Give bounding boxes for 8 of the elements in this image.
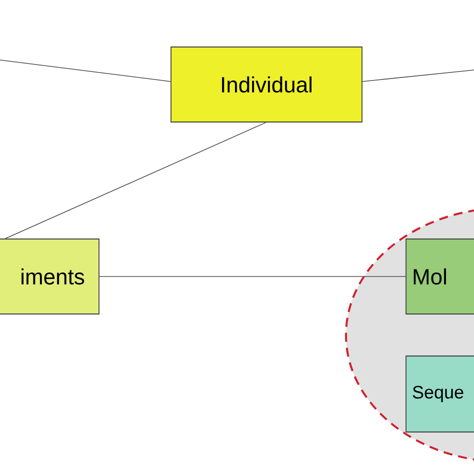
connector-line: [99, 276, 406, 277]
connector-line: [362, 70, 474, 82]
entity-box: Individual: [170, 46, 362, 122]
entity-box: Mol: [406, 238, 474, 314]
connector-line: [5, 122, 266, 239]
entity-box: Seque: [406, 356, 474, 432]
entity-box: iments: [0, 238, 100, 314]
connector-line: [0, 60, 171, 82]
